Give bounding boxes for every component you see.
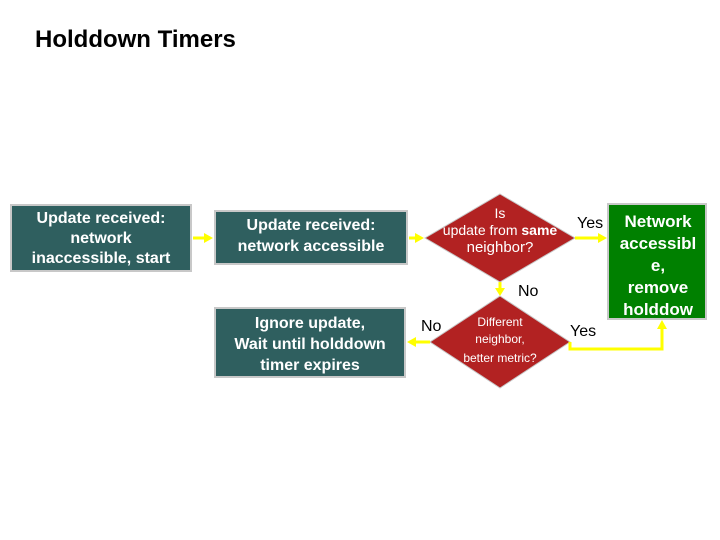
decision-diamond-better-metric [429,295,571,389]
step-text-line: Ignore update, [254,315,366,332]
step-text-line: network accessible [237,238,385,255]
result-text-line: remove [627,278,689,297]
result-text-line: holddow [623,300,693,319]
page-title: Holddown Timers [35,26,236,53]
step-text-line: Update received: [36,210,166,227]
step-ignore-update: Ignore update, Wait until holddown timer… [214,307,406,378]
yes-label-right: Yes [570,323,597,340]
decision-diamond-same-neighbor [424,193,576,283]
result-box [607,203,707,320]
step-text-line: Update received: [246,217,376,234]
result-network-accessible: Network accessibl e, remove holddow [611,211,705,323]
step-update-accessible: Update received: network accessible [214,210,408,265]
no-label-down: No [518,283,539,300]
step-update-inaccessible: Update received: network inaccessible, s… [10,204,192,272]
step-text-line: timer expires [260,357,360,374]
arrowhead-box2-to-diamond1 [415,233,424,243]
step-text-line: inaccessible, start [31,250,171,267]
arrowhead-diamond1-to-result [598,233,607,243]
step-text-line: Wait until holddown [234,336,386,353]
arrowhead-diamond2-to-result [657,320,667,329]
step-text-line: network [70,230,132,247]
no-label-left: No [421,318,442,335]
result-text-line: e, [650,256,666,275]
arrowhead-diamond2-to-box3 [407,337,416,347]
arrowhead-diamond1-to-diamond2 [495,288,505,296]
arrowhead-box1-to-box2 [204,233,213,243]
result-text-line: Network [624,212,692,231]
result-text-line: accessibl [619,234,697,253]
arrow-diamond2-to-result [568,328,664,351]
yes-label-top: Yes [577,215,604,232]
